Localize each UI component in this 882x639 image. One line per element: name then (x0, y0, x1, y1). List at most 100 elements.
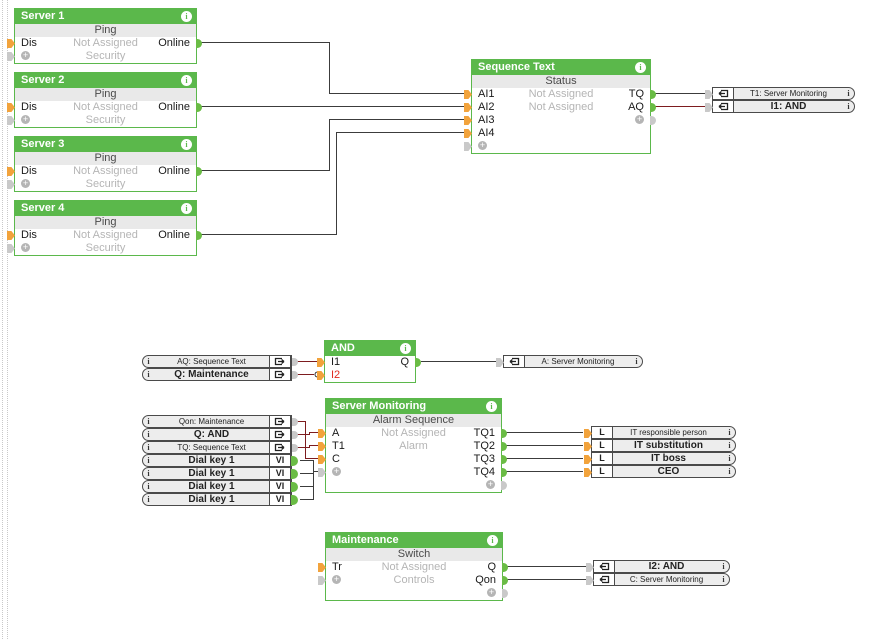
tag-wire-pin-icon[interactable] (292, 431, 298, 439)
tag-info-icon[interactable]: i (847, 89, 850, 98)
tag-wire-pin-icon[interactable] (292, 418, 298, 426)
output-pin-icon[interactable] (196, 167, 202, 176)
input-pin-icon[interactable] (464, 90, 472, 99)
output-pin-icon[interactable] (196, 231, 202, 240)
tag-wire-pin-icon[interactable] (292, 358, 298, 366)
plus-expander-icon[interactable]: + (21, 50, 30, 63)
tag-info-icon[interactable]: i (635, 357, 638, 366)
output-pin-icon[interactable] (196, 39, 202, 48)
plus-expander-icon[interactable]: + (21, 178, 30, 191)
output-pin-icon[interactable] (501, 442, 507, 451)
info-icon[interactable]: i (181, 203, 192, 214)
info-icon[interactable]: i (486, 401, 497, 412)
input-expander-pin-icon[interactable] (318, 468, 326, 477)
tag-input-pin-icon[interactable] (584, 468, 592, 477)
input-expander-pin-icon[interactable] (7, 116, 15, 125)
tag-wire-pin-icon[interactable] (292, 371, 298, 379)
tag-wire-pin-icon[interactable] (496, 358, 504, 367)
tag-output-pin-icon[interactable] (291, 456, 298, 466)
input-pin-icon[interactable] (7, 103, 15, 112)
info-icon[interactable]: i (181, 139, 192, 150)
tag-info-icon[interactable]: i (147, 456, 150, 465)
tag-input-pin-icon[interactable] (584, 442, 592, 451)
input-expander-pin-icon[interactable] (318, 576, 326, 585)
tag-info-icon[interactable]: i (147, 482, 150, 491)
tag-info-icon[interactable]: i (147, 495, 150, 504)
tag-info-icon[interactable]: i (147, 417, 150, 426)
output-pin-icon[interactable] (650, 103, 656, 112)
input-pin-icon[interactable] (464, 129, 472, 138)
plus-expander-icon[interactable]: + (635, 114, 644, 127)
info-icon[interactable]: i (635, 62, 646, 73)
input-expander-pin-icon[interactable] (7, 180, 15, 189)
input-expander-pin-icon[interactable] (7, 52, 15, 61)
output-expander-pin-icon[interactable] (502, 589, 508, 598)
info-icon[interactable]: i (400, 343, 411, 354)
tag-output-pin-icon[interactable] (291, 469, 298, 479)
tag-input-pin-icon[interactable] (584, 455, 592, 464)
output-expander-pin-icon[interactable] (650, 116, 656, 125)
tag-output-pin-icon[interactable] (291, 482, 298, 492)
tag-input-pin-icon[interactable] (584, 429, 592, 438)
plus-expander-icon[interactable]: + (21, 114, 30, 127)
tag-info-icon[interactable]: i (147, 370, 150, 379)
input-pin-icon[interactable] (317, 371, 325, 380)
tag-output-pin-icon[interactable] (291, 495, 298, 505)
info-icon[interactable]: i (487, 535, 498, 546)
output-pin-icon[interactable] (501, 468, 507, 477)
tag-wire-pin-icon[interactable] (705, 103, 713, 112)
tag-wire-pin-icon[interactable] (586, 563, 594, 572)
plus-expander-icon[interactable]: + (478, 140, 487, 153)
plus-expander-icon[interactable]: + (486, 479, 495, 492)
tag-info-icon[interactable]: i (722, 562, 725, 571)
output-pin-icon[interactable] (502, 576, 508, 585)
input-pin-icon[interactable] (317, 358, 325, 367)
plus-expander-icon[interactable]: + (21, 242, 30, 255)
tag-info-icon[interactable]: i (728, 428, 731, 437)
output-expander-pin-icon[interactable] (501, 481, 507, 490)
plus-expander-icon[interactable]: + (332, 574, 341, 587)
tag-wire-pin-icon[interactable] (586, 576, 594, 585)
output-pin-icon[interactable] (196, 103, 202, 112)
input-pin-icon[interactable] (318, 455, 326, 464)
input-pin-icon[interactable] (318, 442, 326, 451)
tag-info-icon[interactable]: i (147, 443, 150, 452)
input-pin-icon[interactable] (7, 231, 15, 240)
tag-info-icon[interactable]: i (147, 357, 150, 366)
plus-expander-icon[interactable]: + (487, 587, 496, 600)
tag-info-icon[interactable]: i (728, 467, 731, 476)
input-expander-pin-icon[interactable] (464, 142, 472, 151)
input-pin-icon[interactable] (7, 39, 15, 48)
input-pin-icon[interactable] (318, 563, 326, 572)
tag-info-icon[interactable]: i (847, 102, 850, 111)
output-pin-icon[interactable] (501, 429, 507, 438)
output-pin-icon[interactable] (650, 90, 656, 99)
info-icon[interactable]: i (181, 75, 192, 86)
input-pin-icon[interactable] (7, 167, 15, 176)
plus-expander-icon[interactable]: + (332, 466, 341, 479)
info-icon[interactable]: i (181, 11, 192, 22)
